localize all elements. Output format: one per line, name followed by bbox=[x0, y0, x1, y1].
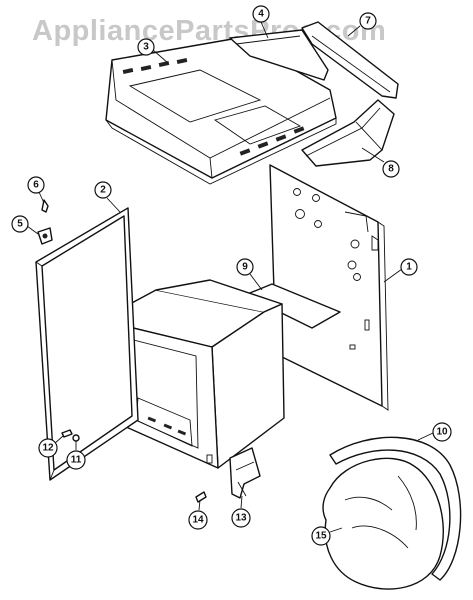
svg-text:5: 5 bbox=[17, 219, 23, 230]
leader-6 bbox=[38, 191, 45, 204]
part-bracket bbox=[229, 29, 329, 81]
svg-text:1: 1 bbox=[406, 262, 412, 273]
callout-10: 10 bbox=[432, 422, 452, 442]
part-screw-top bbox=[41, 199, 49, 213]
callout-12: 12 bbox=[38, 438, 58, 458]
part-hose-loop bbox=[329, 436, 462, 581]
part-duct bbox=[301, 99, 395, 167]
callout-8: 8 bbox=[382, 160, 400, 178]
oven-cavity bbox=[99, 279, 285, 469]
part-door-gasket bbox=[35, 207, 139, 481]
leader-5 bbox=[26, 225, 39, 235]
leader-13 bbox=[240, 495, 243, 509]
callout-15: 15 bbox=[311, 526, 331, 546]
svg-text:11: 11 bbox=[71, 455, 82, 466]
part-screw-bottom bbox=[61, 429, 73, 438]
callout-7: 7 bbox=[359, 12, 377, 30]
svg-text:9: 9 bbox=[242, 262, 248, 273]
part-latch-bracket bbox=[229, 447, 261, 499]
part-side-panel bbox=[269, 164, 389, 411]
svg-text:3: 3 bbox=[143, 42, 149, 53]
leader-15 bbox=[329, 527, 343, 533]
leader-10 bbox=[417, 432, 434, 441]
callout-11: 11 bbox=[66, 450, 86, 470]
part-pin bbox=[195, 491, 207, 503]
callout-2: 2 bbox=[94, 181, 112, 199]
leader-1 bbox=[383, 268, 403, 283]
svg-text:8: 8 bbox=[388, 164, 394, 175]
callout-6: 6 bbox=[27, 176, 45, 194]
svg-text:13: 13 bbox=[235, 513, 247, 524]
part-top-frame bbox=[105, 37, 337, 185]
leader-4 bbox=[260, 21, 269, 39]
svg-text:6: 6 bbox=[33, 180, 39, 191]
callout-3: 3 bbox=[137, 38, 155, 56]
leader-3 bbox=[152, 49, 169, 64]
leader-14 bbox=[198, 499, 201, 511]
part-washer bbox=[72, 434, 80, 442]
svg-text:12: 12 bbox=[42, 443, 54, 454]
callout-9: 9 bbox=[236, 258, 254, 276]
svg-text:2: 2 bbox=[100, 185, 106, 196]
part-clip bbox=[37, 227, 53, 245]
callout-1: 1 bbox=[400, 258, 418, 276]
svg-text:10: 10 bbox=[436, 427, 448, 438]
svg-text:14: 14 bbox=[192, 515, 204, 526]
leader-9 bbox=[249, 273, 263, 291]
part-side-strip bbox=[301, 21, 399, 99]
svg-text:4: 4 bbox=[258, 9, 264, 20]
leader-7 bbox=[347, 25, 361, 37]
part-insulation bbox=[322, 457, 444, 590]
part-shelf-plate bbox=[244, 283, 341, 329]
svg-text:7: 7 bbox=[365, 16, 371, 27]
svg-text:15: 15 bbox=[315, 531, 327, 542]
callout-14: 14 bbox=[188, 510, 208, 530]
callout-4: 4 bbox=[252, 5, 270, 23]
callout-5: 5 bbox=[11, 215, 29, 233]
leader-2 bbox=[106, 197, 121, 213]
callout-13: 13 bbox=[231, 508, 251, 528]
leader-8 bbox=[361, 147, 385, 163]
